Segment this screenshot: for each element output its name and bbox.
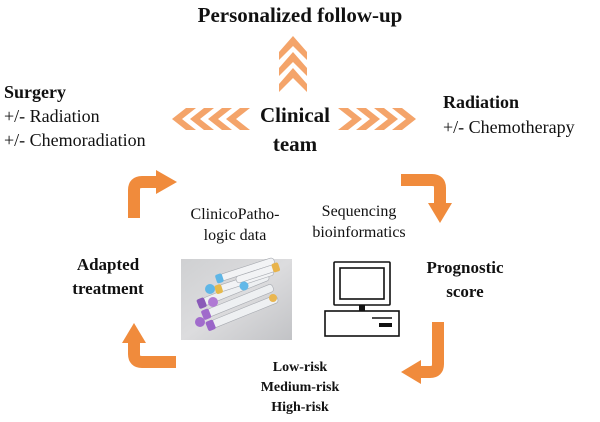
sequencing-line2: bioinformatics	[312, 224, 406, 241]
clinicopathologic-line2: logic data	[203, 227, 267, 244]
radiation-heading: Radiation	[443, 92, 520, 112]
title-label: Personalized follow-up	[197, 3, 403, 27]
right-chevrons-icon	[338, 108, 416, 130]
computer-icon	[324, 261, 400, 337]
surgery-line2: +/- Chemoradiation	[4, 130, 146, 150]
radiation-line1: +/- Chemotherapy	[443, 117, 575, 137]
adapted-line1: Adapted	[76, 255, 140, 274]
curved-arrow-bottom-right-icon	[401, 322, 444, 384]
adapted-line2: treatment	[72, 279, 144, 298]
up-chevrons-icon	[279, 36, 307, 92]
curved-arrow-top-right-icon	[401, 174, 452, 223]
risk-high: High-risk	[271, 400, 329, 415]
surgery-line1: +/- Radiation	[4, 106, 100, 126]
surgery-heading: Surgery	[4, 82, 66, 102]
prognostic-line1: Prognostic	[426, 258, 504, 277]
sequencing-line1: Sequencing	[321, 203, 397, 220]
prognostic-line2: score	[446, 282, 484, 301]
curved-arrow-top-left-icon	[128, 170, 177, 218]
clinical-team-label-line1: Clinical	[259, 103, 330, 127]
risk-medium: Medium-risk	[260, 380, 340, 395]
left-chevrons-icon	[172, 108, 250, 130]
clinical-team-label-line2: team	[272, 132, 318, 156]
sample-tubes-photo	[181, 257, 292, 340]
curved-arrow-bottom-left-icon	[122, 323, 176, 368]
clinicopathologic-line1: ClinicoPatho-	[190, 206, 280, 223]
risk-low: Low-risk	[272, 360, 328, 375]
